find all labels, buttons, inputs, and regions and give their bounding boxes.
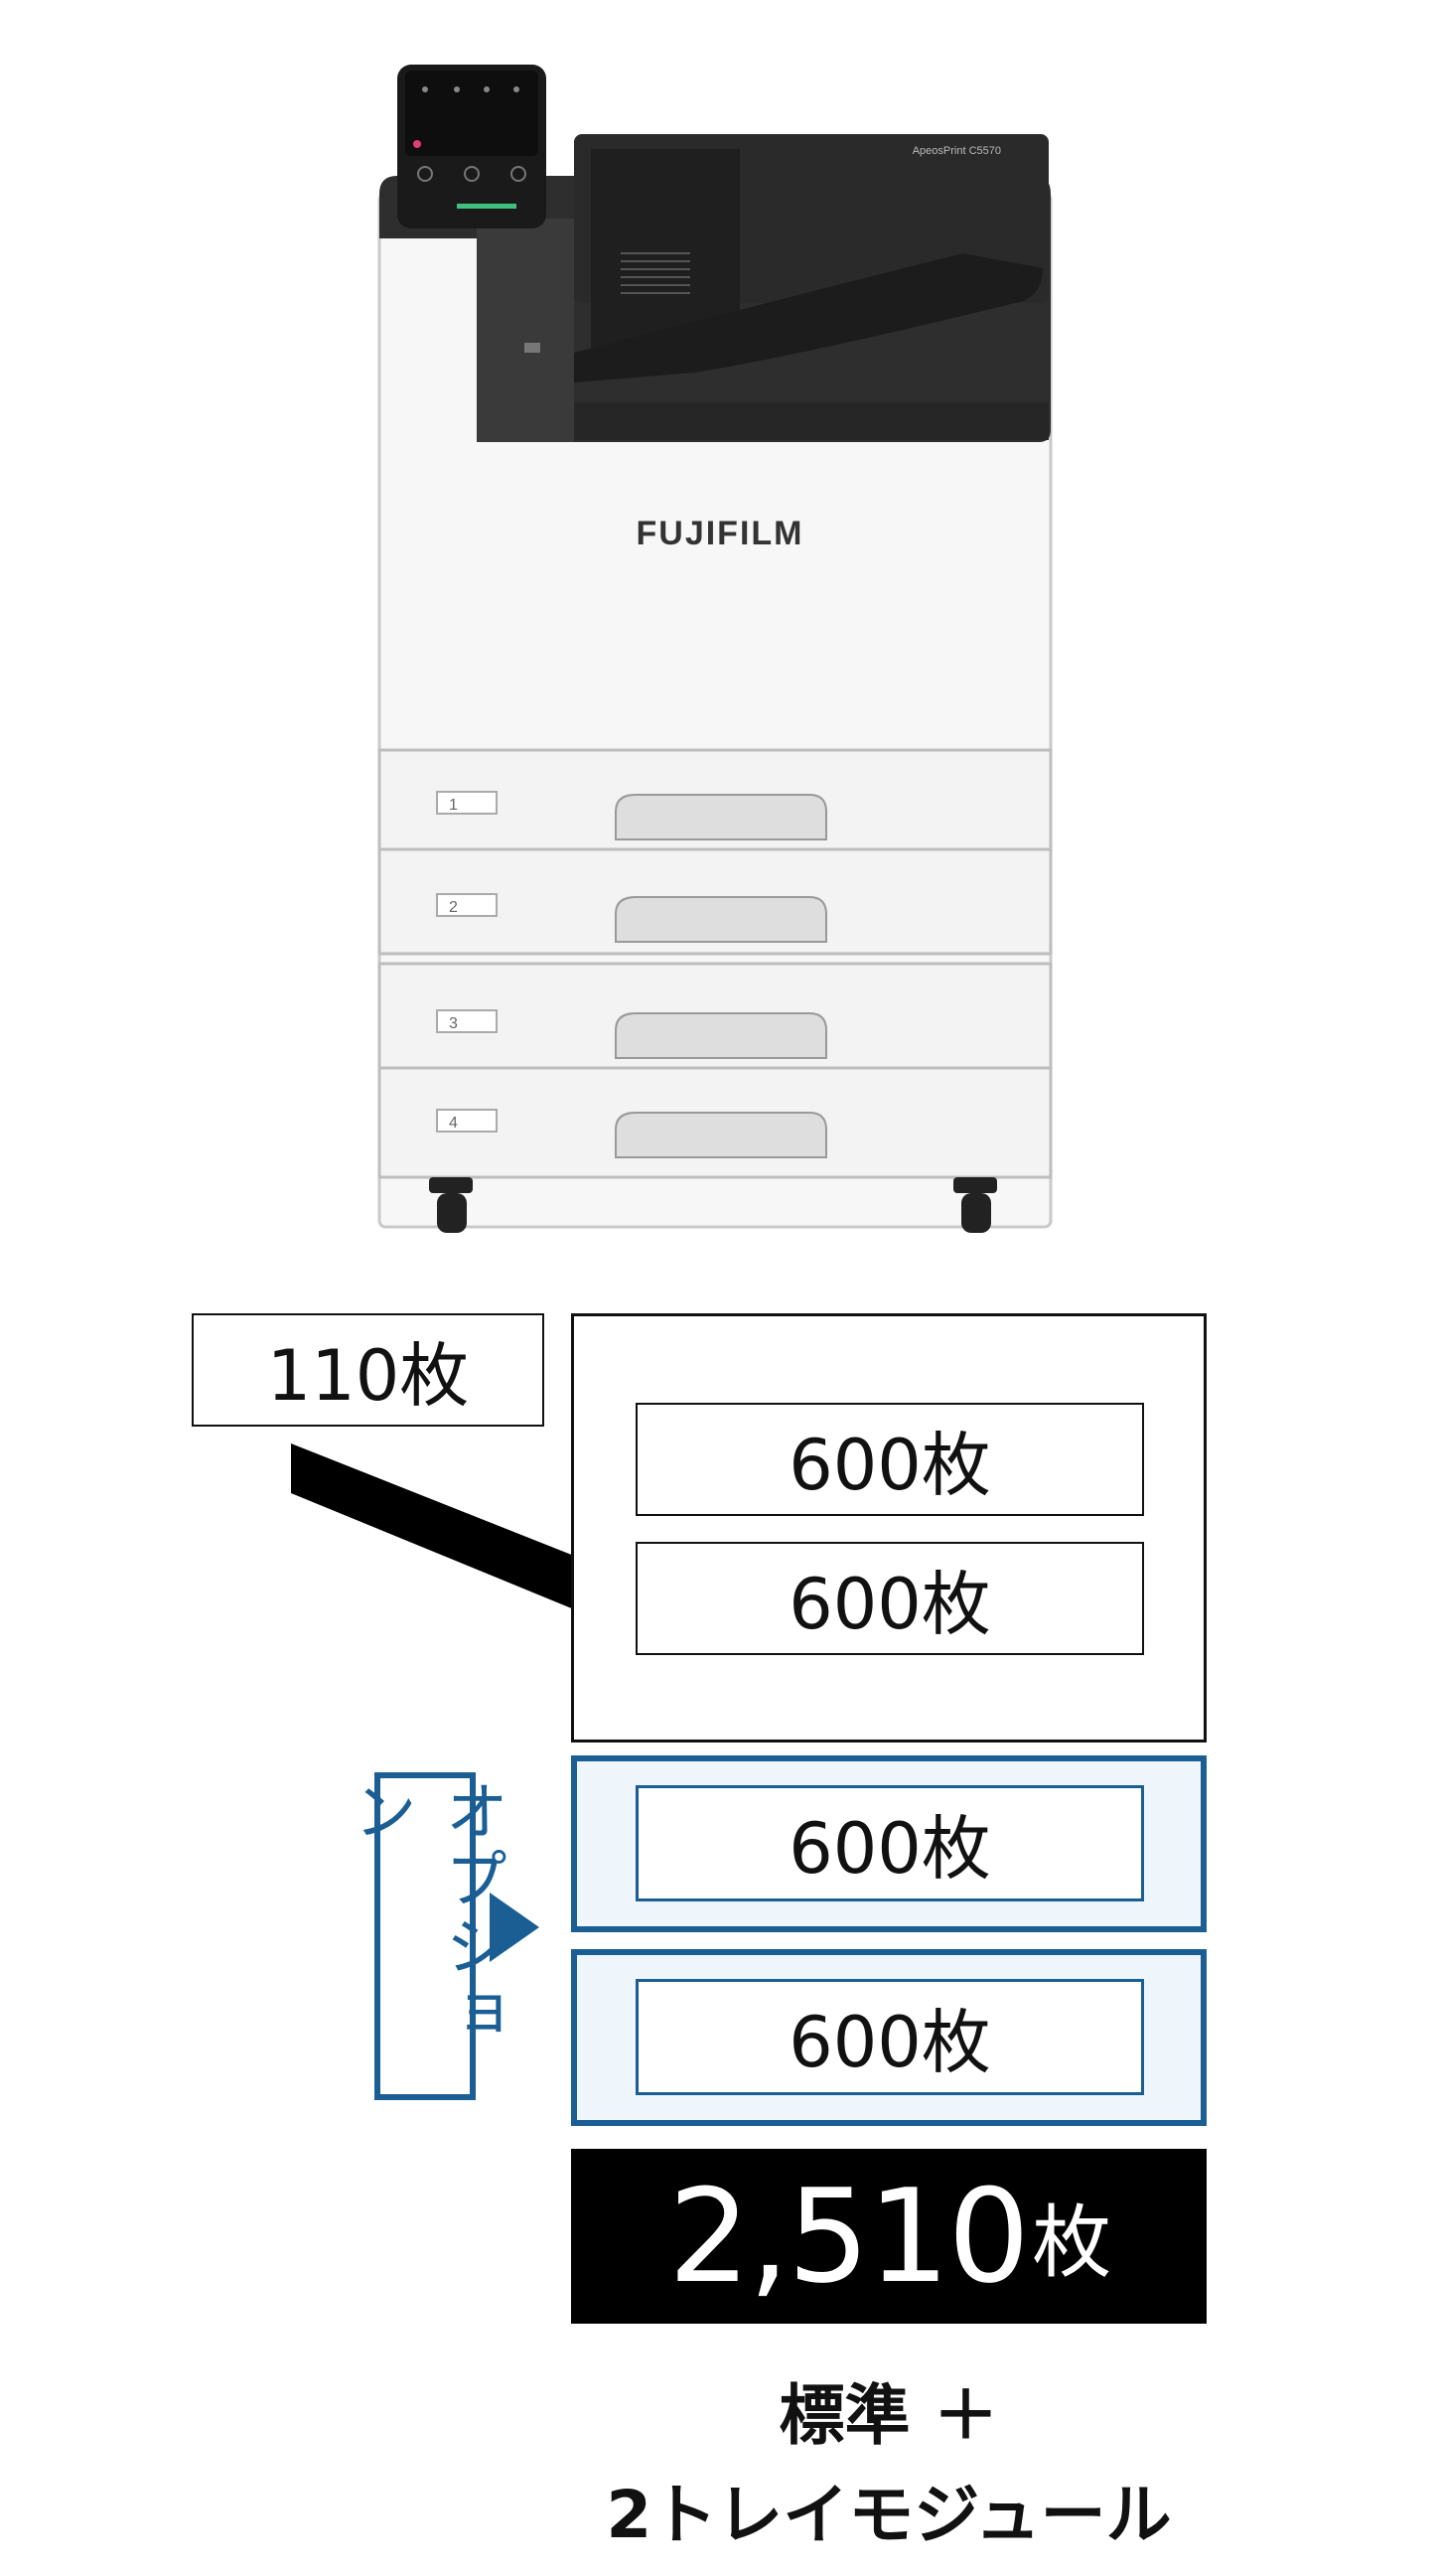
caption-line-2: 2トレイモジュール: [606, 2477, 1172, 2553]
tray-number: 3: [449, 1015, 458, 1032]
option-label: オプション: [343, 1772, 507, 2100]
output-tray: [574, 253, 1043, 382]
option-tray-1-capacity: 600枚: [636, 1785, 1144, 1901]
standard-tray-2-capacity: 600枚: [636, 1542, 1144, 1655]
output-bay-bottom: [574, 402, 1049, 440]
brand-logo: FUJIFILM: [637, 515, 804, 552]
option-arrow: [490, 1893, 539, 1962]
tray-4: 4: [377, 1066, 1053, 1179]
casters: [429, 1177, 997, 1233]
printer-illustration: ApeosPrint C5570 FUJIFILM 1 2 3: [377, 65, 1053, 1233]
tray-number: 2: [449, 899, 458, 916]
caption-line-1: 標準 ＋: [779, 2377, 999, 2454]
total-capacity-value: 2,510: [667, 2161, 1030, 2312]
standard-tray-1-capacity: 600枚: [636, 1403, 1144, 1516]
touch-screen: [405, 71, 538, 156]
led-strip: [457, 204, 516, 209]
manual-feed-capacity: 110枚: [192, 1313, 544, 1427]
tray-number: 1: [449, 797, 458, 814]
front-door: [477, 219, 574, 442]
home-button: [464, 166, 480, 182]
vent-grille: [621, 252, 690, 294]
nfc-button: [510, 166, 526, 182]
option-tray-2-capacity: 600枚: [636, 1979, 1144, 2095]
vent-panel: [591, 149, 740, 348]
tray-3: 3: [377, 962, 1053, 1070]
tray-number: 4: [449, 1115, 458, 1132]
tray-2: 2: [377, 847, 1053, 956]
tray-1: 1: [377, 748, 1053, 851]
model-label: ApeosPrint C5570: [913, 145, 1001, 157]
paper-trays: 1 2 3 4: [377, 748, 1053, 1179]
status-light: [413, 140, 421, 148]
total-capacity-unit: 枚: [1032, 2197, 1111, 2289]
usb-port: [524, 343, 540, 353]
standard-trays-frame: [571, 1313, 1207, 1743]
power-button: [417, 166, 433, 182]
